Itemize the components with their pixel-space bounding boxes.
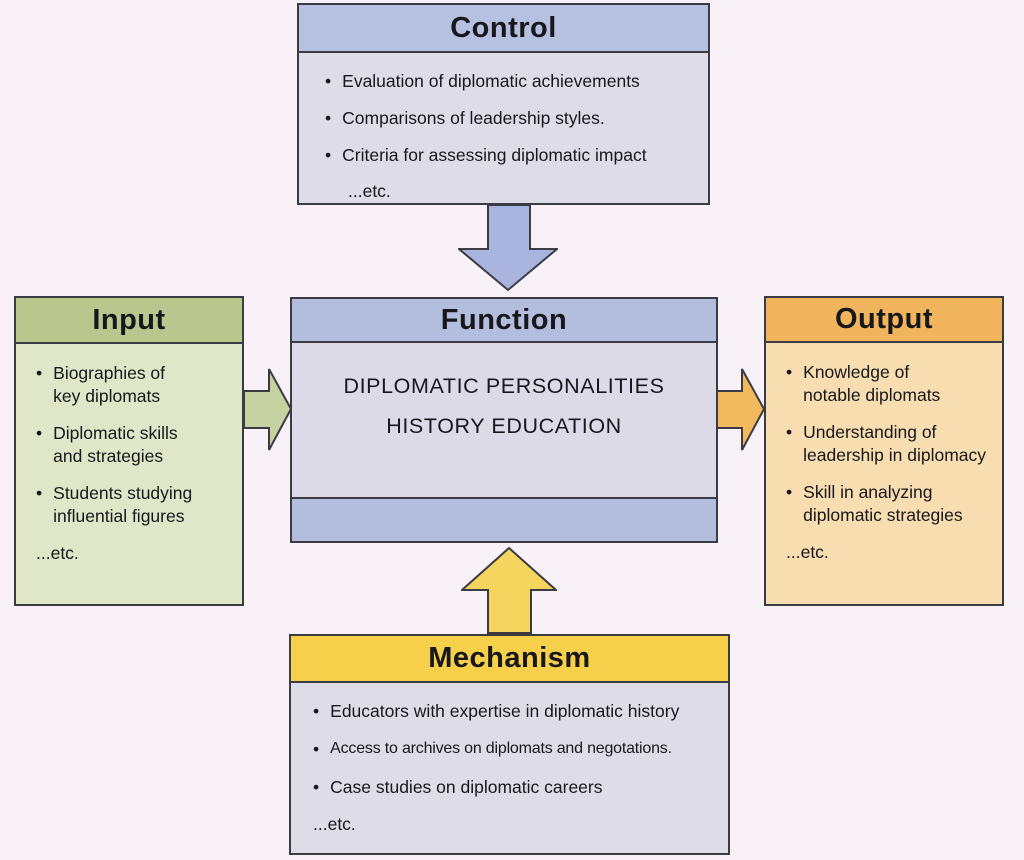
etc-label: ...etc. bbox=[36, 542, 79, 563]
control-list: • Evaluation of diplomatic achievements •… bbox=[325, 70, 694, 167]
input-to-function-arrow bbox=[243, 368, 292, 451]
bullet-icon: • bbox=[313, 701, 320, 721]
bullet-icon: • bbox=[325, 71, 332, 91]
list-item: • Students studying influential figures bbox=[36, 482, 236, 528]
list-item-text: Diplomatic skills and strategies bbox=[53, 423, 178, 467]
etc-label: ...etc. bbox=[348, 181, 391, 202]
bullet-icon: • bbox=[786, 422, 793, 443]
list-item-text: Students studying influential figures bbox=[53, 483, 193, 527]
right-arrow-icon bbox=[716, 368, 765, 451]
input-list: • Biographies of key diplomats • Diplomati… bbox=[36, 362, 236, 529]
input-box-title: Input bbox=[16, 298, 242, 344]
input-box-body: • Biographies of key diplomats • Diplomati… bbox=[16, 344, 242, 604]
down-arrow-icon bbox=[458, 204, 558, 292]
list-item: • Diplomatic skills and strategies bbox=[36, 422, 236, 468]
function-text-line1: DIPLOMATIC PERSONALITIES bbox=[343, 374, 665, 398]
list-item: • Evaluation of diplomatic achievements bbox=[325, 70, 694, 93]
list-item: • Comparisons of leadership styles. bbox=[325, 107, 694, 130]
list-item: • Criteria for assessing diplomatic impac… bbox=[325, 144, 694, 167]
list-item-text: Evaluation of diplomatic achievements bbox=[342, 71, 640, 91]
function-text-line2: HISTORY EDUCATION bbox=[386, 414, 622, 438]
list-item-text: Educators with expertise in diplomatic h… bbox=[330, 701, 680, 721]
etc-label: ...etc. bbox=[786, 541, 829, 562]
bullet-icon: • bbox=[36, 483, 43, 504]
mechanism-box-title: Mechanism bbox=[291, 636, 728, 683]
mechanism-list: • Educators with expertise in diplomatic … bbox=[313, 700, 718, 799]
bullet-icon: • bbox=[313, 739, 320, 760]
list-item-text: Comparisons of leadership styles. bbox=[342, 108, 605, 129]
control-box-body: • Evaluation of diplomatic achievements •… bbox=[299, 53, 708, 203]
function-box-footer-band bbox=[292, 497, 716, 541]
bullet-icon: • bbox=[36, 423, 43, 444]
list-item: • Skill in analyzing diplomatic strategie… bbox=[786, 481, 998, 527]
list-item: • Biographies of key diplomats bbox=[36, 362, 236, 408]
bullet-icon: • bbox=[36, 363, 43, 383]
up-arrow-icon bbox=[461, 547, 557, 634]
right-arrow-icon bbox=[243, 368, 292, 451]
output-box: Output • Knowledge of notable diplomats •… bbox=[764, 296, 1004, 606]
bullet-icon: • bbox=[325, 108, 332, 129]
list-item: • Access to archives on diplomats and neg… bbox=[313, 738, 718, 761]
list-item-text: Biographies of key diplomats bbox=[53, 363, 166, 407]
output-list: • Knowledge of notable diplomats • Underst… bbox=[786, 361, 998, 528]
input-box: Input • Biographies of key diplomats • Dip… bbox=[14, 296, 244, 606]
list-item-text: Criteria for assessing diplomatic impact bbox=[342, 145, 647, 166]
function-box-title: Function bbox=[292, 299, 716, 343]
bullet-icon: • bbox=[313, 777, 320, 798]
function-box: Function DIPLOMATIC PERSONALITIES HISTOR… bbox=[290, 297, 718, 543]
etc-label: ...etc. bbox=[313, 814, 356, 835]
list-item: • Knowledge of notable diplomats bbox=[786, 361, 998, 407]
list-item-text: Access to archives on diplomats and nego… bbox=[330, 740, 672, 758]
mechanism-box-body: • Educators with expertise in diplomatic … bbox=[291, 683, 728, 853]
list-item: • Case studies on diplomatic careers bbox=[313, 776, 718, 799]
list-item-text: Knowledge of notable diplomats bbox=[803, 362, 941, 406]
bullet-icon: • bbox=[786, 482, 793, 503]
list-item-text: Skill in analyzing diplomatic strategies bbox=[803, 482, 963, 526]
bullet-icon: • bbox=[325, 145, 332, 166]
list-item-text: Understanding of leadership in diplomacy bbox=[803, 422, 987, 466]
output-box-body: • Knowledge of notable diplomats • Underst… bbox=[766, 343, 1002, 604]
control-to-function-arrow bbox=[458, 204, 558, 292]
list-item: • Understanding of leadership in diplomac… bbox=[786, 421, 998, 467]
mechanism-to-function-arrow bbox=[461, 547, 557, 634]
list-item-text: Case studies on diplomatic careers bbox=[330, 777, 603, 798]
function-box-body: DIPLOMATIC PERSONALITIES HISTORY EDUCATI… bbox=[292, 343, 716, 497]
function-to-output-arrow bbox=[716, 368, 765, 451]
control-box-title: Control bbox=[299, 5, 708, 53]
list-item: • Educators with expertise in diplomatic … bbox=[313, 700, 718, 723]
output-box-title: Output bbox=[766, 298, 1002, 343]
bullet-icon: • bbox=[786, 362, 793, 382]
mechanism-box: Mechanism • Educators with expertise in d… bbox=[289, 634, 730, 855]
control-box: Control • Evaluation of diplomatic achiev… bbox=[297, 3, 710, 205]
